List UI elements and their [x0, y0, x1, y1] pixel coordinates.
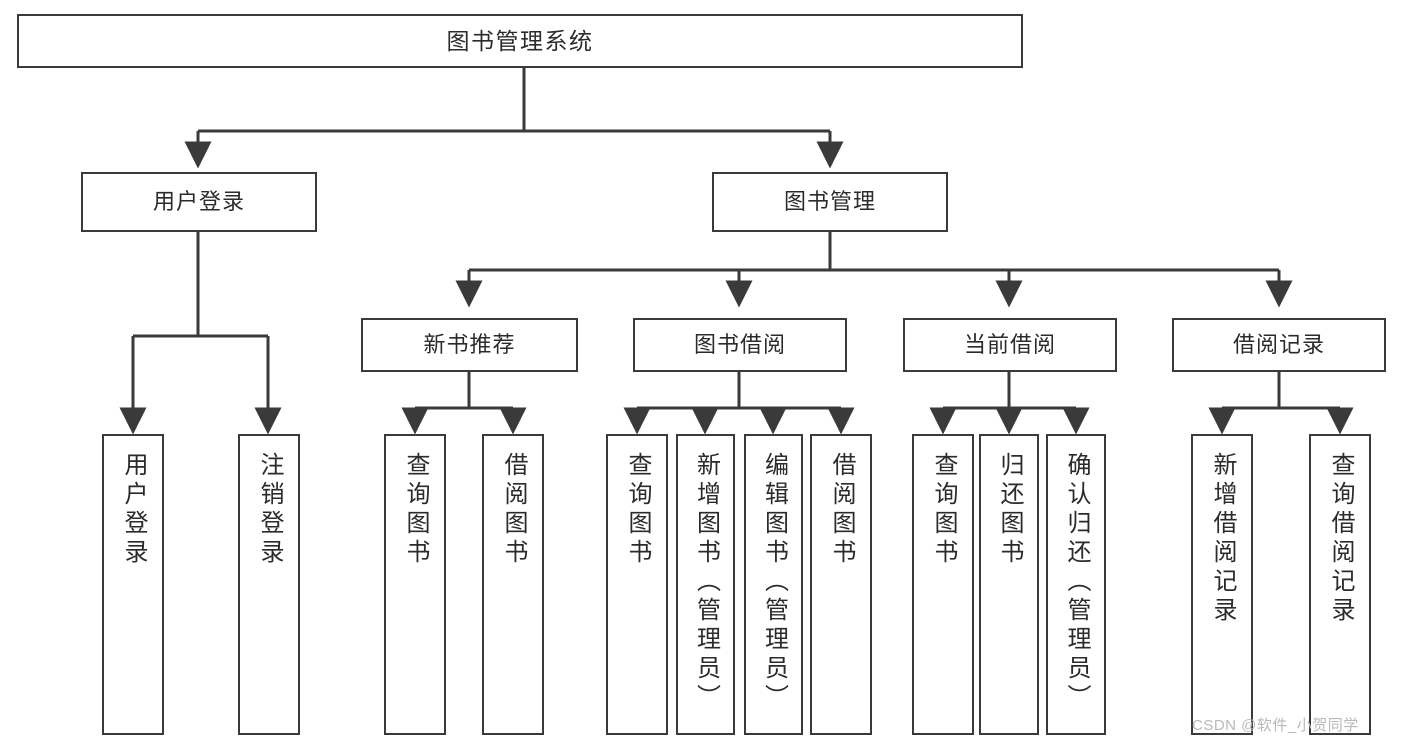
- node-label: 当前借阅: [963, 332, 1056, 358]
- node-label: 确认归还（管理员）: [1063, 452, 1090, 713]
- leaf-borrow-add-book-admin[interactable]: 新增图书（管理员）: [676, 434, 735, 735]
- node-new-book-recommendation[interactable]: 新书推荐: [361, 318, 578, 372]
- leaf-borrow-borrow-book[interactable]: 借阅图书: [810, 434, 872, 735]
- node-label: 编辑图书（管理员）: [760, 452, 788, 713]
- node-label: 查询借阅记录: [1327, 452, 1354, 626]
- node-user-login[interactable]: 用户登录: [81, 172, 317, 232]
- node-label: 查询图书: [624, 452, 651, 568]
- node-label: 图书管理: [783, 189, 876, 215]
- leaf-borrow-edit-book-admin[interactable]: 编辑图书（管理员）: [744, 434, 803, 735]
- node-label: 新增图书（管理员）: [692, 452, 720, 713]
- node-label: 借阅图书: [828, 452, 855, 568]
- node-label: 图书借阅: [693, 332, 786, 358]
- leaf-current-query-book[interactable]: 查询图书: [912, 434, 974, 735]
- node-label: 用户登录: [120, 452, 147, 568]
- node-label: 借阅图书: [500, 452, 527, 568]
- node-book-management[interactable]: 图书管理: [712, 172, 948, 232]
- leaf-recommend-query-book[interactable]: 查询图书: [384, 434, 446, 735]
- node-label: 新增借阅记录: [1209, 452, 1236, 626]
- node-label: 借阅记录: [1232, 332, 1325, 358]
- leaf-current-return-book[interactable]: 归还图书: [979, 434, 1039, 735]
- node-label: 查询图书: [930, 452, 957, 568]
- node-borrowing-record[interactable]: 借阅记录: [1172, 318, 1386, 372]
- node-label: 新书推荐: [423, 332, 516, 358]
- node-label: 图书管理系统: [446, 27, 594, 54]
- node-book-borrowing[interactable]: 图书借阅: [633, 318, 847, 372]
- node-book-management-system[interactable]: 图书管理系统: [17, 14, 1023, 68]
- leaf-recommend-borrow-book[interactable]: 借阅图书: [482, 434, 544, 735]
- node-label: 归还图书: [996, 452, 1023, 568]
- node-current-borrowing[interactable]: 当前借阅: [903, 318, 1117, 372]
- leaf-current-confirm-return-admin[interactable]: 确认归还（管理员）: [1046, 434, 1106, 735]
- leaf-user-login-login[interactable]: 用户登录: [102, 434, 164, 735]
- leaf-user-login-logout[interactable]: 注销登录: [238, 434, 300, 735]
- leaf-borrow-query-book[interactable]: 查询图书: [606, 434, 668, 735]
- csdn-watermark: CSDN @软件_小贺同学: [1192, 717, 1359, 734]
- leaf-record-add-borrow-record[interactable]: 新增借阅记录: [1191, 434, 1253, 735]
- node-label: 查询图书: [402, 452, 429, 568]
- leaf-record-query-borrow-record[interactable]: 查询借阅记录: [1309, 434, 1371, 735]
- node-label: 用户登录: [152, 189, 245, 215]
- node-label: 注销登录: [256, 452, 283, 568]
